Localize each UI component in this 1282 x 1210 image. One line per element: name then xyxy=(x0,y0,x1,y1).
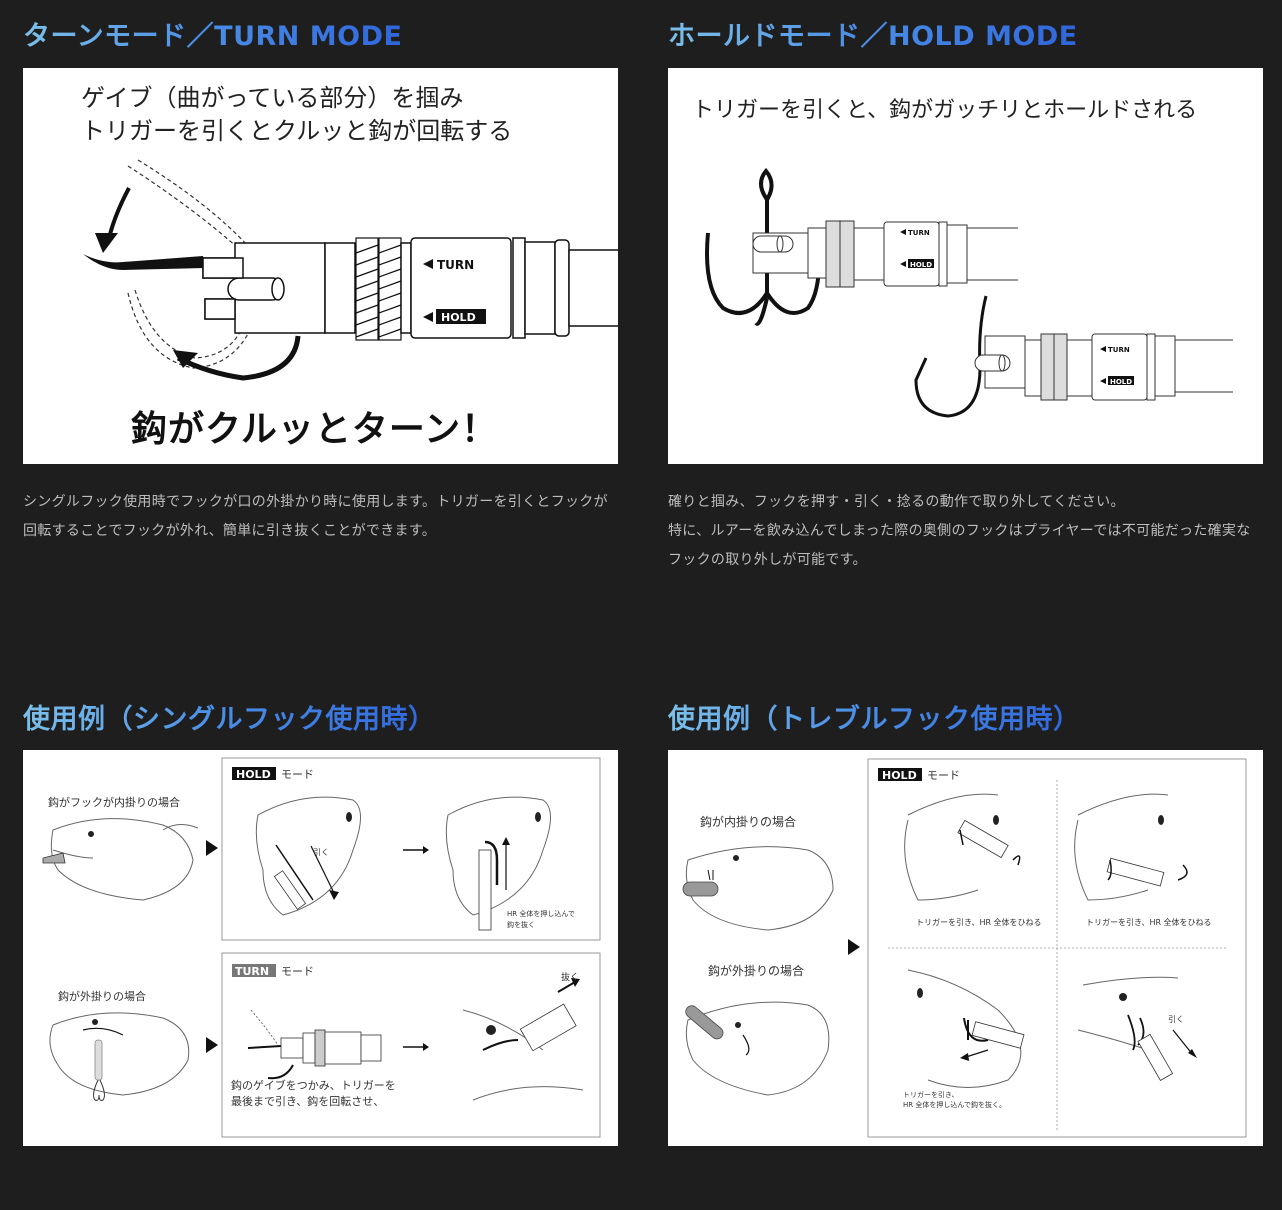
turn-caption-line2: トリガーを引くとクルッと鈎が回転する xyxy=(81,117,513,145)
treble-hook-heading: 使用例（トレブルフック使用時） xyxy=(668,697,1081,736)
single-hook-heading: 使用例（シングルフック使用時） xyxy=(23,697,436,736)
hold-desc-line2: 特に、ルアーを飲み込んでしまった際の奥側のフックはプライヤーでは不可能だった確実… xyxy=(668,523,1251,568)
treble-mode-suffix: モード xyxy=(927,769,960,782)
turn-caption-line1: ゲイブ（曲がっている部分）を掴み xyxy=(81,84,464,112)
turn-note: 鈎のゲイブをつかみ、トリガーを 最後まで引き、鈎を回転させ、 xyxy=(231,1078,396,1110)
turn-slogan: 鈎がクルッとターン！ xyxy=(131,409,499,450)
case-inner-label: 鈎がフックが内掛りの場合 xyxy=(48,796,180,809)
hold-mode-caption: トリガーを引くと、鈎がガッチリとホールドされる xyxy=(692,98,1198,123)
hold-mode-suffix: モード xyxy=(281,768,314,781)
turn-label: TURN xyxy=(437,258,474,272)
hold-panel-turn-label-2: TURN xyxy=(1108,346,1130,354)
hold-badge: HOLD xyxy=(236,768,271,781)
treble-push-note-line2: HR 全体を押し込んで鈎を抜く。 xyxy=(903,1100,1006,1109)
turn-note-line1: 鈎のゲイブをつかみ、トリガーを xyxy=(231,1079,396,1092)
treble-case-inner-label: 鈎が内掛りの場合 xyxy=(700,815,797,829)
twist-note-a: トリガーを引き、HR 全体をひねる xyxy=(916,917,1042,927)
turn-mode-illustration: ゲイブ（曲がっている部分）を掴み トリガーを引くとクルッと鈎が回転する xyxy=(23,68,618,464)
knurled-ring xyxy=(355,237,402,341)
hold-panel-hold-label-2: HOLD xyxy=(1110,378,1132,386)
push-note-line1: HR 全体を押し込んで xyxy=(507,909,575,918)
treble-push-note-line1: トリガーを引き、 xyxy=(903,1090,959,1099)
hold-mode-description: 確りと掴み、フックを押す・引く・捻るの動作で取り外してください。 特に、ルアーを… xyxy=(668,488,1263,575)
case-outer-label: 鈎が外掛りの場合 xyxy=(58,990,146,1003)
extract-label: 抜く xyxy=(561,971,579,983)
single-hook-example-panel: 鈎がフックが内掛りの場合 HOLD モード 引く xyxy=(23,750,618,1146)
hold-mode-heading: ホールドモード／HOLD MODE xyxy=(668,14,1078,53)
hold-desc-line1: 確りと掴み、フックを押す・引く・捻るの動作で取り外してください。 xyxy=(668,494,1125,510)
treble-hold-badge: HOLD xyxy=(882,769,917,782)
turn-mode-caption: ゲイブ（曲がっている部分）を掴み トリガーを引くとクルッと鈎が回転する xyxy=(81,82,512,148)
push-note-line2: 鈎を抜く xyxy=(507,920,535,929)
pull-label: 引く xyxy=(313,848,329,857)
turn-mode-description: シングルフック使用時でフックが口の外掛かり時に使用します。トリガーを引くとフック… xyxy=(23,494,608,539)
hook-remover-hold-drawing: TURN HOLD TURN HOLD xyxy=(705,167,1233,418)
single-hook-drawings: HOLD モード 引く HR 全体を押し込んで 鈎を抜く xyxy=(42,757,601,1138)
hold-panel-hold-label-1: HOLD xyxy=(910,261,932,269)
treble-hook-example-panel: 鈎が内掛りの場合 鈎が外掛りの場合 HOLD モード xyxy=(668,750,1263,1146)
turn-note-line2: 最後まで引き、鈎を回転させ、 xyxy=(231,1095,385,1108)
hold-label: HOLD xyxy=(441,311,476,324)
treble-pull-label: 引く xyxy=(1168,1015,1184,1024)
treble-case-outer-label: 鈎が外掛りの場合 xyxy=(708,964,805,978)
turn-badge: TURN xyxy=(235,965,269,978)
hold-mode-illustration: トリガーを引くと、鈎がガッチリとホールドされる TURN HOLD xyxy=(668,68,1263,464)
turn-mode-suffix: モード xyxy=(281,965,314,978)
hook-remover-turn-drawing: TURN HOLD xyxy=(83,159,618,381)
treble-hook-drawings: HOLD モード トリガーを引き、HR 全体をひねる トリガーを引き、HR 全体… xyxy=(682,758,1247,1138)
hold-panel-turn-label-1: TURN xyxy=(908,229,930,237)
twist-note-b: トリガーを引き、HR 全体をひねる xyxy=(1086,917,1212,927)
turn-mode-heading: ターンモード／TURN MODE xyxy=(23,14,402,53)
